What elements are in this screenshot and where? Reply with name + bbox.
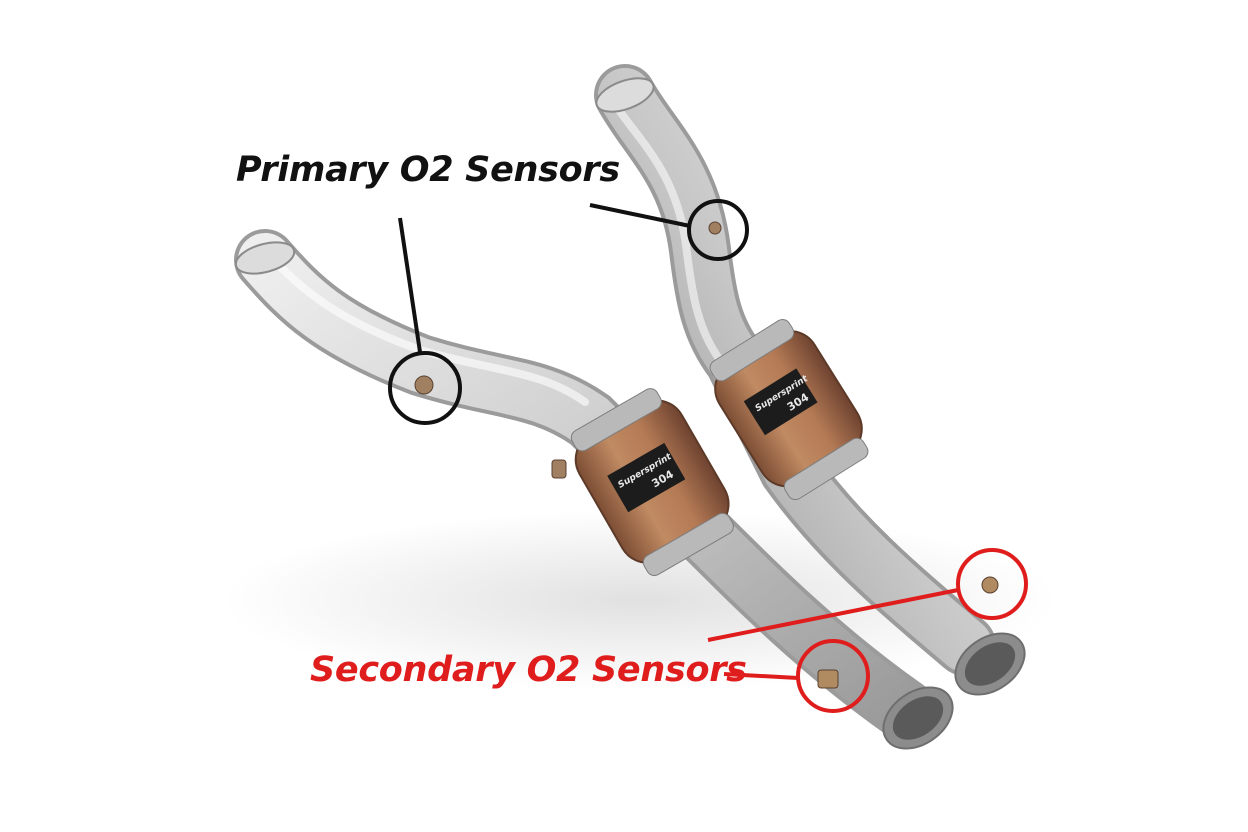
right-inlet-opening — [595, 77, 655, 113]
primary-marker-right-icon — [687, 199, 749, 261]
left-secondary-sensor-bung — [817, 669, 839, 689]
right-catalyst-badge — [743, 368, 818, 436]
secondary-leader-left — [723, 672, 799, 680]
left-downpipe: Supersprint 304 — [234, 229, 954, 750]
right-tube — [598, 68, 992, 672]
secondary-leader-right — [707, 588, 959, 642]
left-inlet-opening — [234, 241, 296, 275]
right-primary-sensor-bung — [708, 221, 722, 235]
primary-marker-left-icon — [388, 351, 462, 425]
secondary-sensors-label: Secondary O2 Sensors — [310, 650, 747, 690]
left-catalyst: Supersprint 304 — [570, 388, 734, 577]
left-catalyst-badge — [607, 442, 686, 513]
right-catalyst: Supersprint 304 — [709, 319, 869, 501]
left-side-bung — [551, 459, 567, 479]
right-tube-highlight — [608, 96, 724, 364]
right-downpipe: Supersprint 304 — [594, 64, 1026, 696]
secondary-callouts — [707, 548, 1028, 713]
secondary-marker-right-icon — [956, 548, 1028, 620]
primary-leader-left — [398, 217, 422, 353]
left-primary-sensor-bung — [414, 375, 434, 395]
left-tube — [238, 233, 932, 737]
primary-sensors-label: Primary O2 Sensors — [236, 150, 620, 190]
right-secondary-sensor-bung — [981, 576, 999, 594]
primary-leader-right — [589, 203, 691, 228]
primary-callouts — [388, 199, 749, 425]
